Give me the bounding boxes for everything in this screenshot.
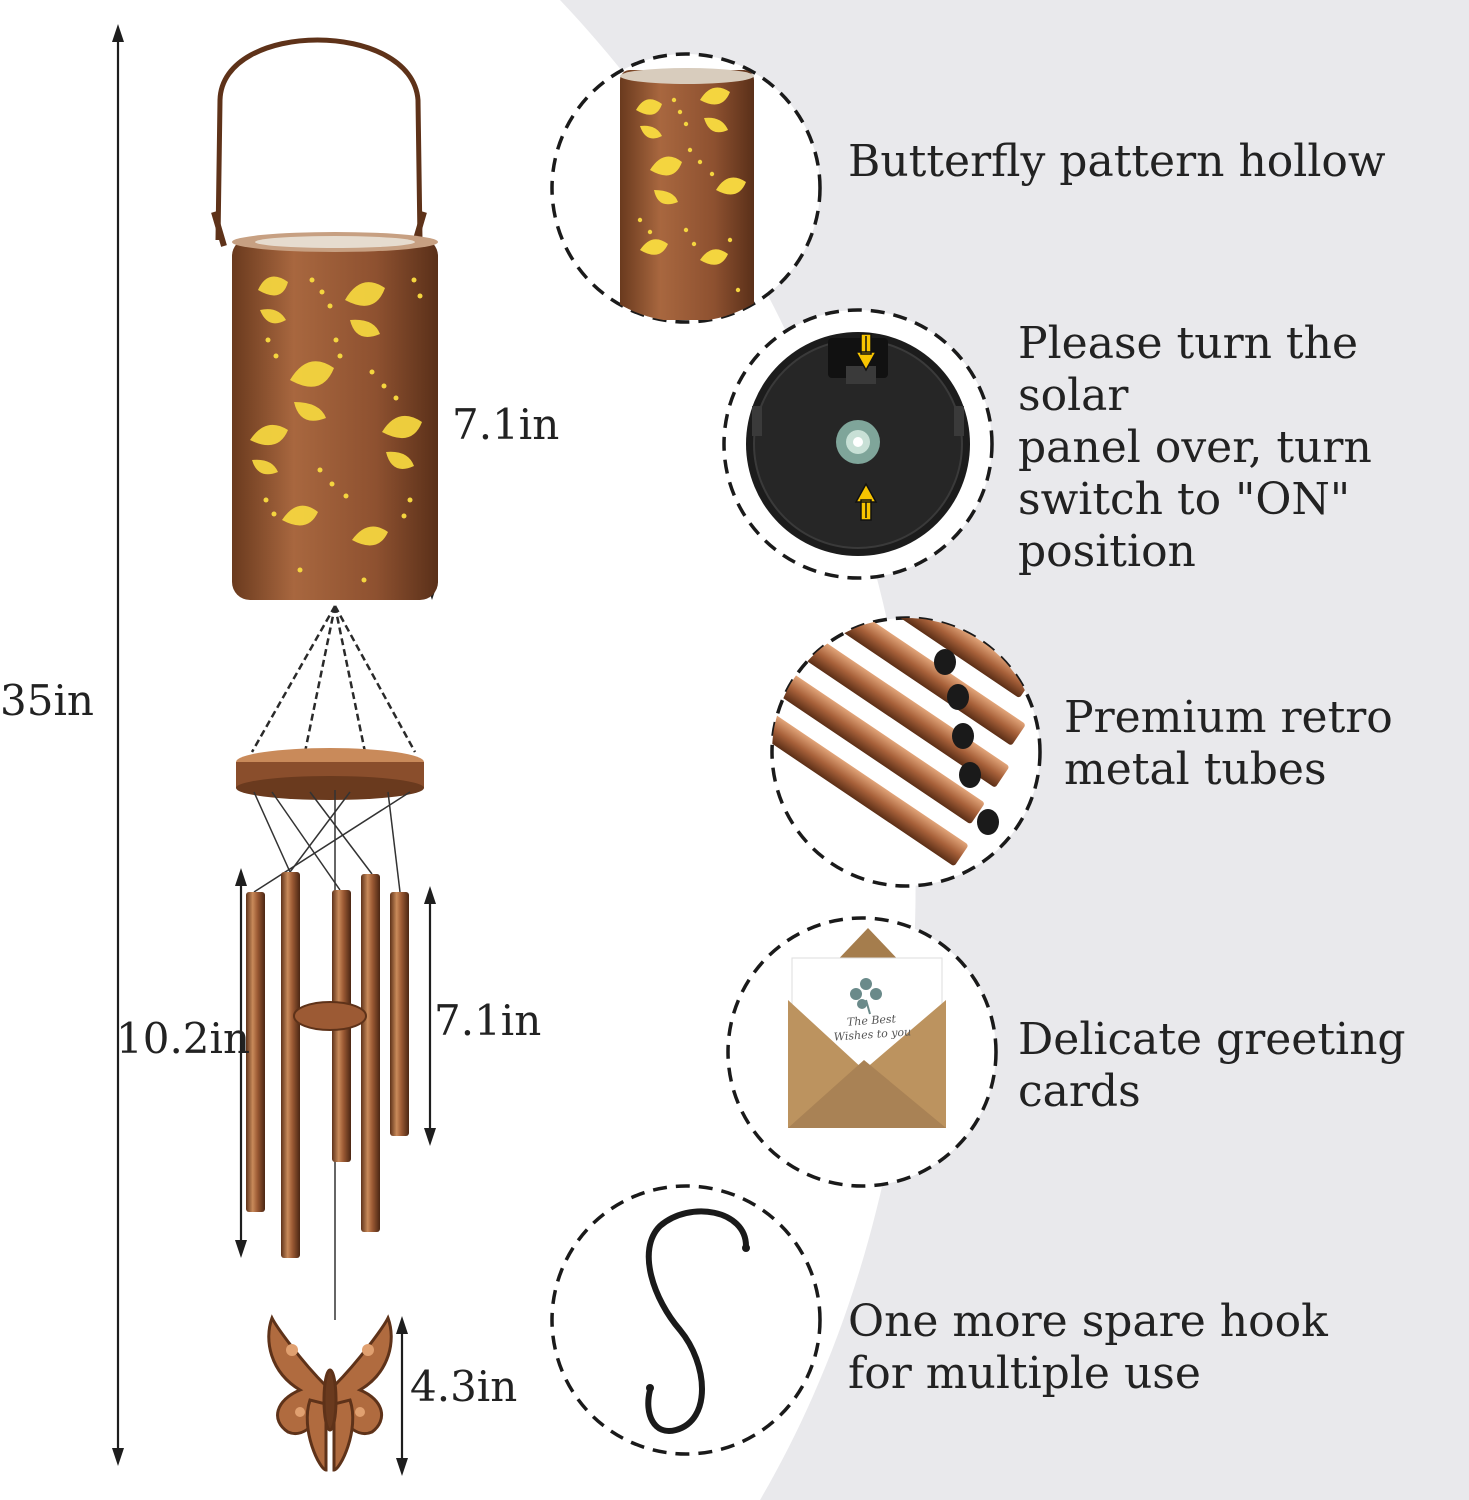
feature-circle-solar-switch (722, 308, 994, 580)
feature-circle-metal-tubes (770, 616, 1042, 888)
long-tube-length-label: 10.2in (116, 1014, 250, 1063)
wind-chime (211, 37, 438, 1472)
feature-circle-s-hook (550, 1184, 822, 1456)
lantern-height-label: 7.1in (452, 400, 560, 449)
feature-label-s-hook: One more spare hook for multiple use (848, 1296, 1328, 1399)
feature-circle-greeting-card (726, 916, 998, 1188)
greeting-card-text: The Best Wishes to you (831, 1011, 913, 1045)
feature-label-metal-tubes: Premium retro metal tubes (1064, 692, 1393, 795)
total-height-dimension (112, 24, 124, 1466)
long-tube-dimension (235, 868, 247, 1258)
feature-label-greeting-card: Delicate greeting cards (1018, 1014, 1406, 1117)
short-tube-dimension (424, 886, 436, 1146)
feature-circle-lantern (550, 52, 822, 324)
total-height-label: 35in (0, 676, 94, 725)
butterfly-height-label: 4.3in (410, 1362, 518, 1411)
butterfly-dimension (396, 1316, 408, 1476)
short-tube-length-label: 7.1in (434, 996, 542, 1045)
feature-label-lantern: Butterfly pattern hollow (848, 136, 1386, 187)
feature-label-solar-switch: Please turn the solar panel over, turn s… (1018, 318, 1372, 577)
